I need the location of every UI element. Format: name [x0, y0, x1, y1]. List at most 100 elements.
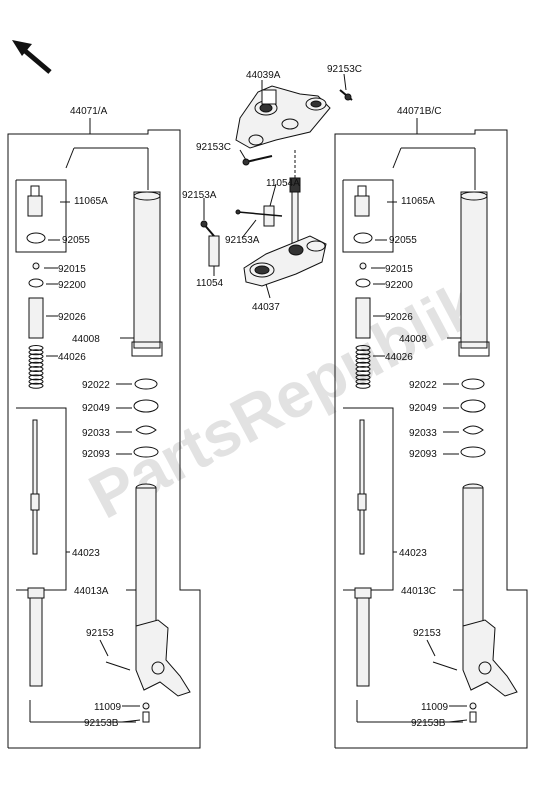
assembly-label: 44071B/C: [397, 106, 441, 117]
axle-bracket[interactable]: [135, 619, 191, 697]
bushing[interactable]: [460, 446, 486, 458]
cartridge-rod[interactable]: [32, 419, 38, 497]
bottom-bolt[interactable]: [469, 711, 477, 723]
assembly-label: 44071/A: [70, 106, 108, 117]
stem-bolt[interactable]: [242, 155, 273, 166]
label-bottom-bolt: 92153B: [411, 718, 446, 729]
axle-bolt[interactable]: [105, 661, 131, 671]
collar[interactable]: [355, 297, 371, 339]
label-inner-tube: 44013A: [74, 586, 109, 597]
cartridge-valve[interactable]: [357, 493, 367, 511]
outer-tube[interactable]: [133, 191, 161, 349]
cartridge-rod[interactable]: [359, 419, 365, 497]
spring-coil[interactable]: [28, 357, 44, 364]
label-washer: 92200: [385, 280, 413, 291]
steering-stem[interactable]: [289, 150, 301, 249]
clamp-bracket[interactable]: [208, 235, 220, 267]
cartridge-rod-lower[interactable]: [359, 509, 365, 555]
oring[interactable]: [26, 232, 46, 244]
bottom-bolt[interactable]: [142, 711, 150, 723]
label-inner-tube: 44013C: [401, 586, 436, 597]
orientation-arrow-icon: [12, 40, 52, 74]
bleeder[interactable]: [142, 702, 150, 710]
spring-coil[interactable]: [28, 361, 44, 368]
oil-seal[interactable]: [133, 399, 159, 413]
fork-cap-top: [357, 185, 367, 197]
label-lower-bracket: 44037: [252, 302, 280, 313]
cap-box: [342, 179, 394, 253]
label-circlip: 92033: [409, 428, 437, 439]
spring-coil[interactable]: [355, 382, 371, 389]
nut[interactable]: [32, 262, 40, 270]
label-oil-seal: 92049: [409, 403, 437, 414]
label-clamp-bracket: 11054: [196, 278, 224, 289]
inner-tube[interactable]: [462, 487, 484, 627]
spring-coil[interactable]: [28, 382, 44, 389]
axle-bracket[interactable]: [462, 619, 518, 697]
spring-coil[interactable]: [28, 378, 44, 385]
label-bushing: 92093: [82, 449, 110, 460]
outer-tube-base: [131, 341, 163, 357]
spring-coil[interactable]: [355, 361, 371, 368]
bleeder[interactable]: [469, 702, 477, 710]
spring-coil[interactable]: [355, 345, 371, 351]
collar[interactable]: [28, 297, 44, 339]
damper-head[interactable]: [27, 587, 45, 599]
label-axle-bolt: 92153: [86, 628, 114, 639]
upper-triple-clamp[interactable]: [235, 85, 331, 149]
spring-coil[interactable]: [355, 370, 371, 377]
stem-bracket[interactable]: [235, 205, 283, 227]
axle-bolt[interactable]: [432, 661, 458, 671]
label-nut: 92015: [385, 264, 413, 275]
circlip[interactable]: [462, 425, 484, 435]
label-cap: 11065A: [74, 196, 108, 207]
spring-coil[interactable]: [28, 366, 44, 372]
seal-ring[interactable]: [134, 378, 158, 390]
label-spring: 44026: [58, 352, 86, 363]
fork-frame: [334, 129, 528, 749]
pin-bolt[interactable]: [200, 220, 215, 237]
damper-tube[interactable]: [356, 597, 370, 687]
spring-coil[interactable]: [28, 349, 44, 356]
washer[interactable]: [28, 278, 44, 288]
outer-tube[interactable]: [460, 191, 488, 349]
label-outer-tube: 44008: [399, 334, 427, 345]
seal-ring[interactable]: [461, 378, 485, 390]
label-upper-bolt: 92153C: [327, 64, 362, 75]
nut[interactable]: [359, 262, 367, 270]
spring-coil[interactable]: [355, 353, 371, 360]
spring-coil[interactable]: [355, 357, 371, 364]
spring-coil[interactable]: [28, 370, 44, 377]
cartridge-box: [343, 407, 394, 591]
label-oring: 92055: [62, 235, 90, 246]
leader-line: [99, 639, 109, 657]
inner-tube[interactable]: [135, 487, 157, 627]
fork-cap[interactable]: [354, 195, 370, 217]
cartridge-box: [16, 407, 67, 591]
label-pin-bolt: 92153A: [182, 190, 217, 201]
damper-tube[interactable]: [29, 597, 43, 687]
cartridge-rod-lower[interactable]: [32, 509, 38, 555]
label-upper-bracket: 44039A: [246, 70, 281, 81]
spring-coil[interactable]: [28, 345, 44, 351]
spring-coil[interactable]: [28, 374, 44, 381]
cartridge-valve[interactable]: [30, 493, 40, 511]
oil-seal[interactable]: [460, 399, 486, 413]
damper-head[interactable]: [354, 587, 372, 599]
spring-coil[interactable]: [28, 353, 44, 360]
spring-coil[interactable]: [355, 378, 371, 385]
label-cartridge: 44023: [399, 548, 427, 559]
spring-coil[interactable]: [355, 349, 371, 356]
lower-triple-clamp[interactable]: [243, 235, 327, 287]
circlip[interactable]: [135, 425, 157, 435]
label-washer: 92200: [58, 280, 86, 291]
fork-cap[interactable]: [27, 195, 43, 217]
bushing[interactable]: [133, 446, 159, 458]
spring-coil[interactable]: [355, 374, 371, 381]
oring[interactable]: [353, 232, 373, 244]
upper-bolt[interactable]: [339, 89, 353, 101]
label-stem-clamp-bolt: 92153A: [225, 235, 260, 246]
spring-coil[interactable]: [355, 366, 371, 372]
washer[interactable]: [355, 278, 371, 288]
